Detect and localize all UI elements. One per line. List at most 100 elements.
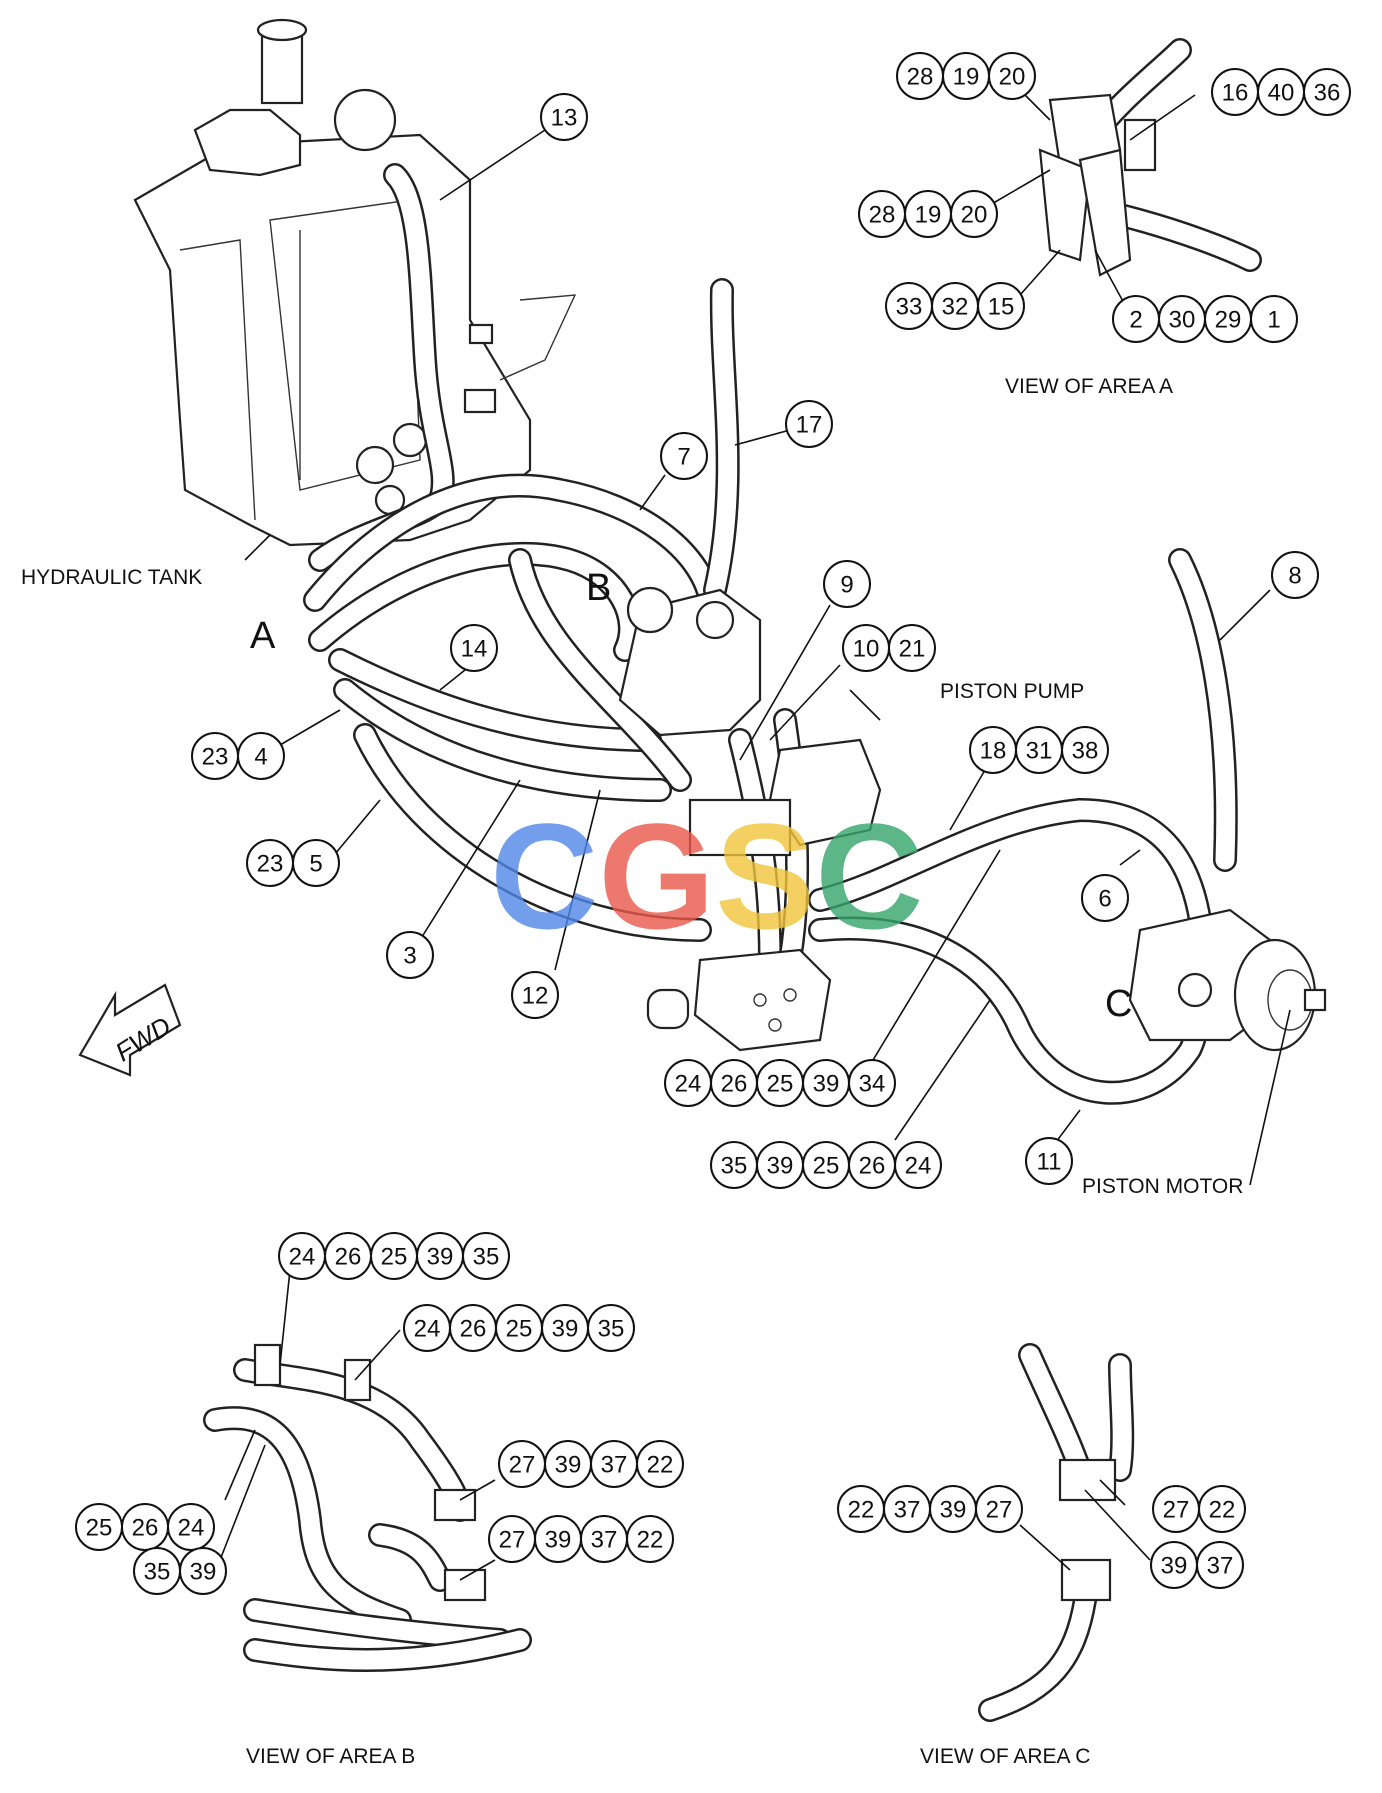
callout-number: 39 [555, 1452, 582, 1479]
callout-c9: 9 [823, 560, 871, 608]
watermark-letter: C [490, 792, 598, 960]
callout-number: 6 [1098, 886, 1111, 913]
callout-number: 19 [953, 64, 980, 91]
callout-bubble [823, 560, 871, 608]
callout-number: 12 [522, 983, 549, 1010]
callout-number: 31 [1026, 738, 1053, 765]
callout-number: 24 [905, 1153, 932, 1180]
callout-number: 9 [840, 572, 853, 599]
callout-number: 39 [190, 1559, 217, 1586]
watermark-letter: G [598, 792, 715, 960]
callout-number: 22 [647, 1452, 674, 1479]
watermark: CGSC [490, 792, 923, 960]
callout-number: 26 [721, 1071, 748, 1098]
callout-number: 24 [675, 1071, 702, 1098]
callout-bubble [511, 971, 559, 1019]
callout-c14: 14 [450, 624, 498, 672]
callout-c10-21: 10 21 [842, 624, 936, 672]
callout-number: 25 [813, 1153, 840, 1180]
callout-number: 35 [721, 1153, 748, 1180]
callout-number: 7 [677, 444, 690, 471]
callout-number: 26 [460, 1316, 487, 1343]
callout-number: 16 [1222, 80, 1249, 107]
callout-bubble [1250, 295, 1298, 343]
callout-bubble [237, 732, 285, 780]
callout-bubble [975, 1485, 1023, 1533]
piston-pump-drawing [618, 586, 882, 1052]
callout-number: 19 [915, 202, 942, 229]
svg-text:CGSC: CGSC [490, 792, 923, 960]
callout-bubble [462, 1232, 510, 1280]
callout-c11: 11 [1025, 1137, 1073, 1185]
leader-lines [219, 89, 1291, 1581]
view-c-detail [978, 1343, 1135, 1722]
view-a-title: VIEW OF AREA A [1005, 375, 1173, 398]
callout-number: 37 [591, 1527, 618, 1554]
callout-bubble [540, 93, 588, 141]
callout-bubble [988, 52, 1036, 100]
callout-number: 5 [309, 851, 322, 878]
callout-number: 28 [869, 202, 896, 229]
callout-number: 24 [289, 1244, 316, 1271]
callout-number: 40 [1268, 80, 1295, 107]
callout-number: 39 [427, 1244, 454, 1271]
callout-number: 22 [848, 1497, 875, 1524]
callout-a-28-19-20-mid: 28 19 20 [858, 190, 998, 238]
area-a-marker: A [250, 615, 276, 657]
callout-number: 25 [381, 1244, 408, 1271]
callout-bubble [950, 190, 998, 238]
piston-motor-drawing [1128, 908, 1327, 1052]
callout-c3: 3 [386, 931, 434, 979]
callout-number: 25 [506, 1316, 533, 1343]
callout-number: 20 [999, 64, 1026, 91]
watermark-letter: C [815, 792, 923, 960]
view-c-title: VIEW OF AREA C [920, 1745, 1090, 1768]
callout-number: 10 [853, 636, 880, 663]
callout-number: 26 [132, 1515, 159, 1542]
view-b-detail [203, 1343, 532, 1672]
callout-bubble [587, 1304, 635, 1352]
watermark-letter: S [715, 792, 815, 960]
area-c-marker: C [1105, 983, 1132, 1025]
piston-pump-label: PISTON PUMP [940, 680, 1084, 703]
callout-number: 26 [335, 1244, 362, 1271]
callout-bubble [450, 624, 498, 672]
callout-number: 35 [473, 1244, 500, 1271]
callout-number: 15 [988, 294, 1015, 321]
callout-bubble [1061, 726, 1109, 774]
callout-bubble [292, 839, 340, 887]
callout-a-33-32-15: 33 32 15 [885, 282, 1025, 330]
callout-bubble [1198, 1485, 1246, 1533]
callout-number: 13 [551, 105, 578, 132]
view-b-title: VIEW OF AREA B [246, 1745, 415, 1768]
callout-c12: 12 [511, 971, 559, 1019]
callout-number: 27 [509, 1452, 536, 1479]
callout-number: 36 [1314, 80, 1341, 107]
callout-number: 21 [899, 636, 926, 663]
callout-number: 20 [961, 202, 988, 229]
callout-bubble [626, 1515, 674, 1563]
callout-number: 39 [1161, 1553, 1188, 1580]
callout-c6: 6 [1081, 874, 1129, 922]
callout-bubble [1025, 1137, 1073, 1185]
callout-number: 33 [896, 294, 923, 321]
hydraulic-tank-drawing [133, 18, 577, 547]
callout-number: 32 [942, 294, 969, 321]
callout-number: 23 [202, 744, 229, 771]
callout-number: 28 [907, 64, 934, 91]
callout-bubble [1303, 68, 1351, 116]
callout-a-16-40-36: 16 40 36 [1211, 68, 1351, 116]
callout-number: 24 [414, 1316, 441, 1343]
callout-number: 34 [859, 1071, 886, 1098]
callout-number: 35 [144, 1559, 171, 1586]
callout-number: 22 [637, 1527, 664, 1554]
callout-number: 29 [1215, 307, 1242, 334]
